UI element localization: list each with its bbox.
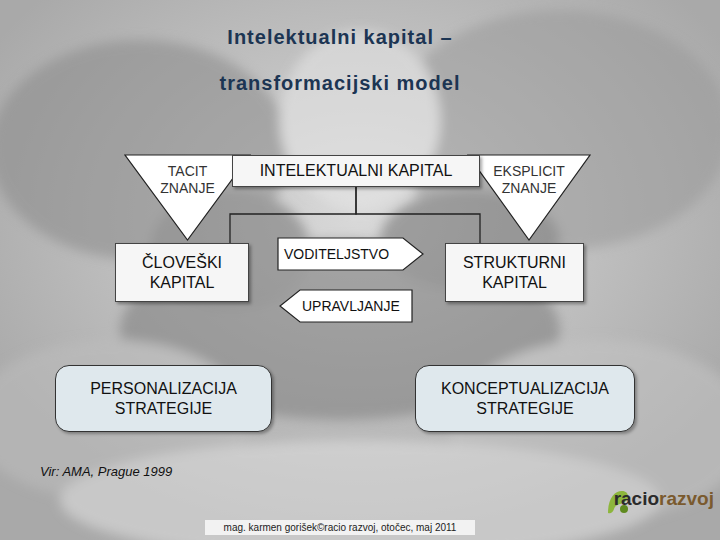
logo-word: racio	[614, 488, 659, 510]
slide-title: Intelektualni kapital – transformacijski…	[200, 14, 480, 106]
strategy-box: PERSONALIZACIJA STRATEGIJE	[55, 365, 272, 432]
source-note: Vir: AMA, Prague 1999	[40, 464, 172, 479]
node-label: TACIT ZNANJE	[146, 163, 230, 197]
management-arrow: UPRAVLJANJE	[280, 290, 412, 322]
outline	[468, 155, 590, 240]
node-label: INTELEKTUALNI KAPITAL	[260, 161, 453, 180]
node-label: PERSONALIZACIJA STRATEGIJE	[64, 379, 263, 417]
strategy-box: KONCEPTUALIZACIJA STRATEGIJE	[415, 365, 635, 432]
knowledge-triangle: EKSPLICIT ZNANJE	[468, 155, 590, 240]
capital-box: INTELEKTUALNI KAPITAL	[232, 155, 480, 187]
node-label: KONCEPTUALIZACIJA STRATEGIJE	[424, 379, 626, 417]
node-label: EKSPLICIT ZNANJE	[487, 163, 571, 197]
logo-word: razvoj	[659, 488, 714, 510]
bracket-connector	[230, 187, 356, 243]
node-label: UPRAVLJANJE	[302, 298, 400, 315]
leadership-arrow: VODITELJSTVO	[278, 238, 423, 270]
node-label: STRUKTURNI KAPITAL	[452, 253, 577, 291]
footer-credit: mag. karmen gorišek©racio razvoj, otočec…	[205, 520, 475, 535]
node-label: ČLOVEŠKI KAPITAL	[122, 253, 242, 291]
outline	[280, 290, 412, 322]
outline	[278, 238, 423, 270]
bracket-connector	[356, 187, 480, 243]
node-label: VODITELJSTVO	[284, 246, 389, 263]
capital-box: ČLOVEŠKI KAPITAL	[115, 243, 249, 302]
capital-box: STRUKTURNI KAPITAL	[445, 243, 584, 302]
